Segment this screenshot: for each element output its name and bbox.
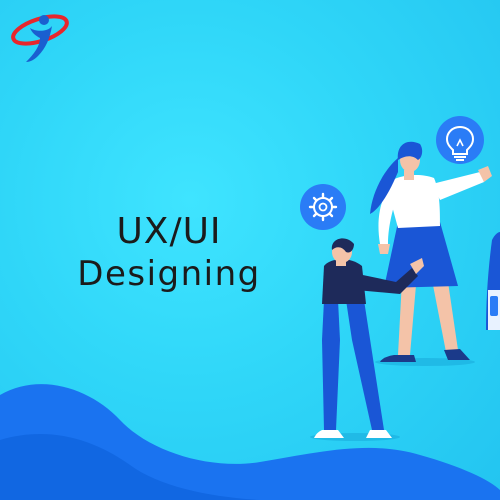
woman-figure — [370, 141, 492, 362]
brand-logo — [11, 14, 69, 62]
headline: UX/UI Designing — [64, 212, 274, 293]
man-figure — [314, 238, 424, 438]
third-figure-partial — [486, 232, 500, 330]
headline-line-1: UX/UI — [116, 211, 222, 252]
headline-line-2: Designing — [77, 253, 261, 294]
gear-icon — [300, 184, 346, 230]
lightbulb-icon — [436, 116, 484, 164]
